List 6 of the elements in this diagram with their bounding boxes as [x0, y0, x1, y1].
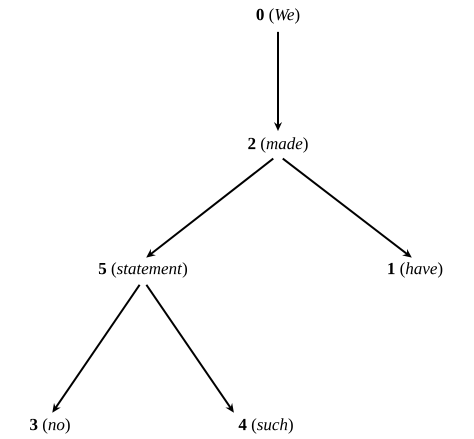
word-label: 5 (statement) — [98, 262, 188, 278]
word-label: 2 (made) — [248, 137, 308, 153]
word-label: 1 (have) — [388, 262, 442, 278]
word-label: 0 (We) — [256, 8, 300, 24]
word-label: 3 (no) — [30, 418, 70, 434]
word-label: 4 (such) — [238, 418, 293, 434]
